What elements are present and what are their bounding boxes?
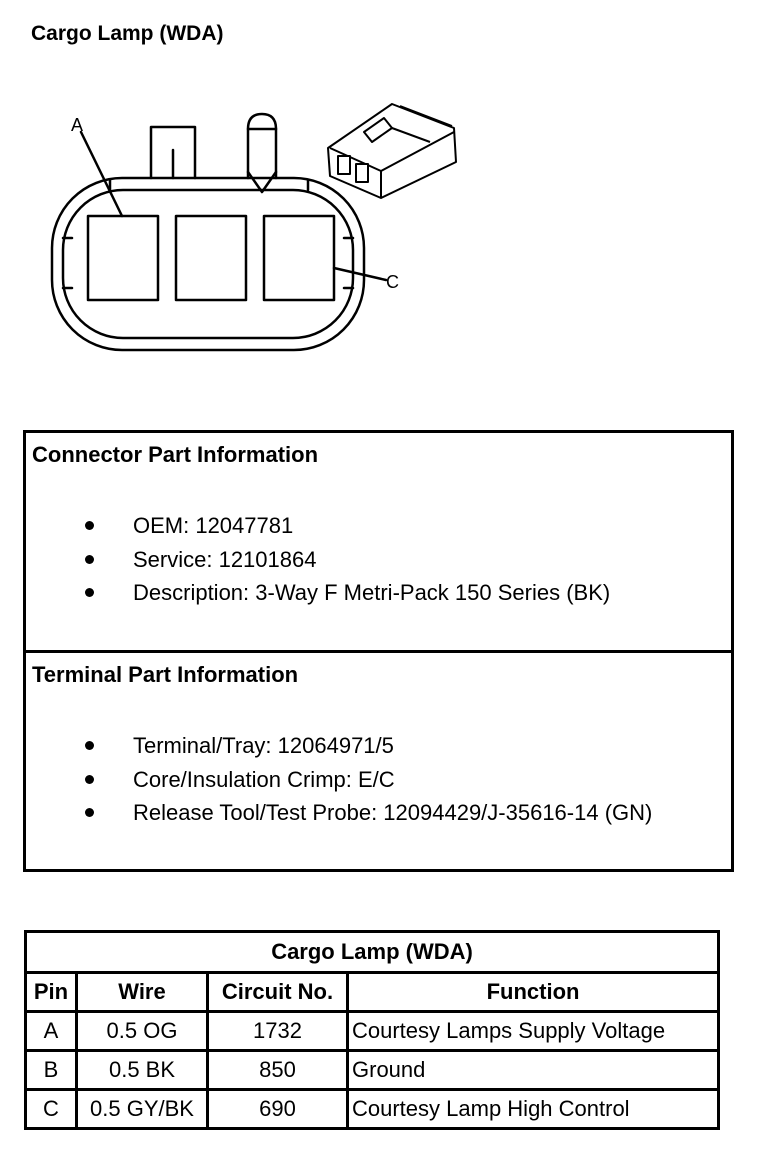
section-heading: Connector Part Information xyxy=(32,442,319,467)
list-item-text: Service: 12101864 xyxy=(133,546,317,572)
pin-cell: C xyxy=(24,1088,78,1130)
pin-cell: A xyxy=(24,1010,78,1052)
bullet-icon xyxy=(85,588,94,597)
table-caption: Cargo Lamp (WDA) xyxy=(23,930,721,974)
bullet-icon xyxy=(85,808,94,817)
column-header-circuit: Circuit No. xyxy=(206,971,349,1013)
wire-cell: 0.5 BK xyxy=(75,1049,209,1091)
connector-key-tab xyxy=(149,125,197,180)
section-heading: Terminal Part Information xyxy=(32,662,299,687)
column-header-pin: Pin xyxy=(24,971,78,1013)
bullet-icon xyxy=(85,774,94,784)
connector-housing-outer xyxy=(50,176,366,352)
column-header-wire: Wire xyxy=(75,971,209,1013)
connector-isometric-icon xyxy=(327,103,457,199)
page-title: Cargo Lamp (WDA) xyxy=(31,22,224,45)
terminal-cavity-b xyxy=(174,214,248,302)
wire-cell: 0.5 OG xyxy=(75,1010,209,1052)
table-row: A 0.5 OG 1732 Courtesy Lamps Supply Volt… xyxy=(24,1010,721,1052)
table-caption-row: Cargo Lamp (WDA) xyxy=(23,930,721,974)
circuit-cell: 690 xyxy=(206,1088,349,1130)
column-header-function: Function xyxy=(345,971,721,1013)
list-item-text: Description: 3-Way F Metri-Pack 150 Seri… xyxy=(133,580,611,605)
connector-part-information: Connector Part Information OEM: 12047781… xyxy=(26,433,731,653)
callout-label-a: A xyxy=(71,115,83,135)
terminal-cavity-a xyxy=(86,214,160,302)
list-item-text: Core/Insulation Crimp: E/C xyxy=(133,766,395,792)
terminal-cavity-c xyxy=(262,214,336,302)
table-row: C 0.5 GY/BK 690 Courtesy Lamp High Contr… xyxy=(24,1088,721,1130)
terminal-part-information: Terminal Part Information Terminal/Tray:… xyxy=(26,653,731,869)
circuit-cell: 850 xyxy=(206,1049,349,1091)
table-row: B 0.5 BK 850 Ground xyxy=(24,1049,721,1091)
wire-cell: 0.5 GY/BK xyxy=(75,1088,209,1130)
connector-latch xyxy=(246,112,278,180)
list-item-text: Release Tool/Test Probe: 12094429/J-3561… xyxy=(133,800,653,825)
part-information-box: Connector Part Information OEM: 12047781… xyxy=(23,430,734,872)
function-cell: Courtesy Lamps Supply Voltage xyxy=(345,1010,721,1052)
function-cell: Courtesy Lamp High Control xyxy=(345,1088,721,1130)
bullet-icon xyxy=(85,521,94,530)
pin-cell: B xyxy=(24,1049,78,1091)
bullet-icon xyxy=(85,554,94,564)
list-item-text: Terminal/Tray: 12064971/5 xyxy=(133,733,394,758)
callout-label-c: C xyxy=(386,272,399,292)
bullet-icon xyxy=(85,741,94,750)
pin-table: Cargo Lamp (WDA) Pin Wire Circuit No. Fu… xyxy=(23,930,721,1130)
function-cell: Ground xyxy=(345,1049,721,1091)
circuit-cell: 1732 xyxy=(206,1010,349,1052)
list-item-text: OEM: 12047781 xyxy=(133,513,294,538)
connector-diagram: A C xyxy=(50,103,457,352)
table-header-row: Pin Wire Circuit No. Function xyxy=(24,971,721,1013)
connector-housing-inner xyxy=(61,188,355,340)
